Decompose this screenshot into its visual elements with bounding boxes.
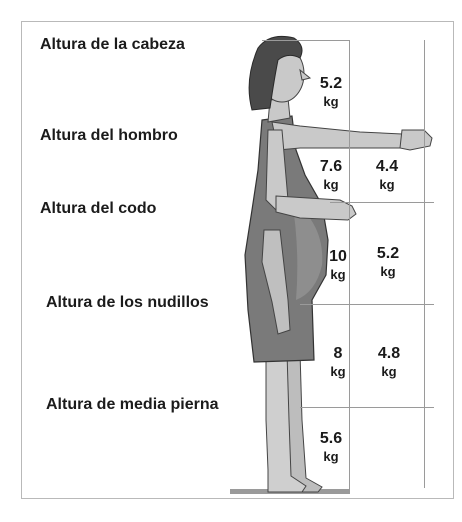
diagram-frame	[21, 21, 454, 499]
label-knuckle-height: Altura de los nudillos	[46, 294, 209, 311]
weight-value: 4.4	[375, 158, 399, 175]
weight-knuckle-arm: 4.8 kg	[374, 345, 404, 379]
nose	[299, 68, 312, 81]
hanging-arm	[261, 229, 291, 335]
weight-midleg-body: 5.6 kg	[316, 430, 346, 464]
weight-head-body: 5.2 kg	[316, 75, 346, 109]
belly-highlight	[292, 200, 323, 300]
extended-arm	[271, 121, 413, 151]
grid-line-midleg	[300, 407, 434, 408]
dress	[244, 115, 329, 363]
weight-value: 4.8	[377, 345, 401, 362]
weight-shoulder-arm: 4.4 kg	[372, 158, 402, 192]
label-head-height: Altura de la cabeza	[40, 36, 185, 53]
weight-unit: kg	[330, 267, 346, 282]
weight-elbow-body: 10 kg	[323, 248, 353, 282]
grid-line-knuckle	[300, 304, 434, 305]
grid-line-body-reach	[349, 40, 350, 490]
weight-elbow-arm: 5.2 kg	[373, 245, 403, 279]
grid-line-arm-reach	[424, 40, 425, 488]
weight-unit: kg	[379, 177, 395, 192]
weight-value: 5.2	[319, 75, 343, 92]
weight-shoulder-body: 7.6 kg	[316, 158, 346, 192]
weight-unit: kg	[330, 364, 346, 379]
weight-value: 5.6	[319, 430, 343, 447]
weight-value: 8	[333, 345, 343, 362]
weight-unit: kg	[323, 177, 339, 192]
label-midleg-height: Altura de media pierna	[46, 396, 219, 413]
hair	[248, 35, 303, 111]
weight-value: 7.6	[319, 158, 343, 175]
extended-hand	[399, 129, 433, 151]
label-shoulder-height: Altura del hombro	[40, 127, 178, 144]
weight-unit: kg	[381, 364, 397, 379]
weight-unit: kg	[323, 94, 339, 109]
weight-unit: kg	[380, 264, 396, 279]
grid-line-shoulder	[330, 202, 434, 203]
weight-value: 5.2	[376, 245, 400, 262]
weight-knuckle-body: 8 kg	[323, 345, 353, 379]
front-leg	[265, 351, 307, 493]
weight-value: 10	[329, 248, 347, 265]
grid-line-head	[262, 40, 350, 41]
weight-unit: kg	[323, 449, 339, 464]
label-elbow-height: Altura del codo	[40, 200, 157, 217]
